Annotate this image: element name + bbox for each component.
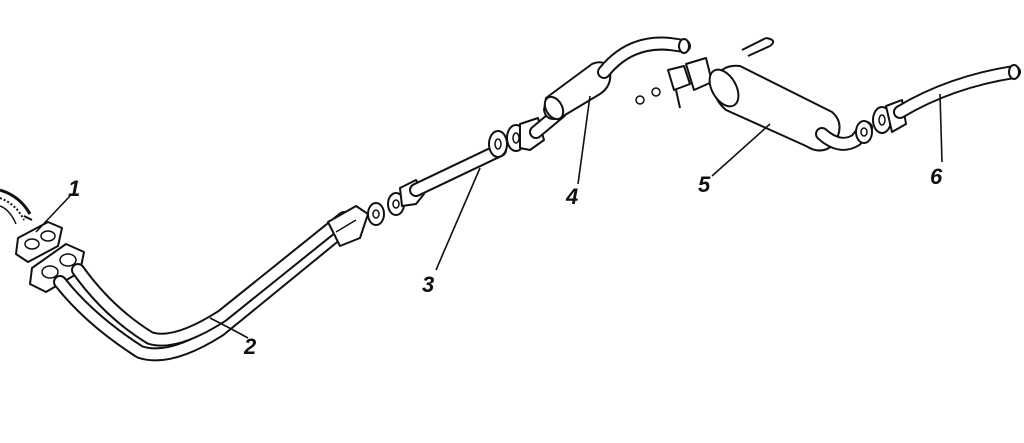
front-pipe-part-2 — [29, 205, 369, 362]
rear-muffler-part-5 — [708, 64, 873, 152]
leader-line-1 — [35, 195, 71, 233]
gasket-part-1 — [15, 215, 63, 263]
leader-line-5 — [711, 123, 771, 177]
tail-pipe-part-6 — [872, 64, 1021, 134]
callout-2: 2 — [243, 334, 257, 359]
callout-6: 6 — [930, 164, 943, 189]
intermediate-pipe-part-3 — [409, 117, 545, 197]
leader-line-2 — [209, 317, 249, 339]
engine-flange-edge — [0, 188, 32, 225]
hanger-bracket — [635, 37, 775, 109]
callout-3: 3 — [422, 272, 434, 297]
callout-1: 1 — [68, 176, 80, 201]
callout-4: 4 — [565, 184, 578, 209]
resonator-part-4 — [529, 36, 691, 139]
leader-line-4 — [577, 95, 591, 185]
leader-line-3 — [435, 167, 481, 271]
callout-5: 5 — [698, 172, 711, 197]
leader-line-6 — [939, 93, 943, 163]
